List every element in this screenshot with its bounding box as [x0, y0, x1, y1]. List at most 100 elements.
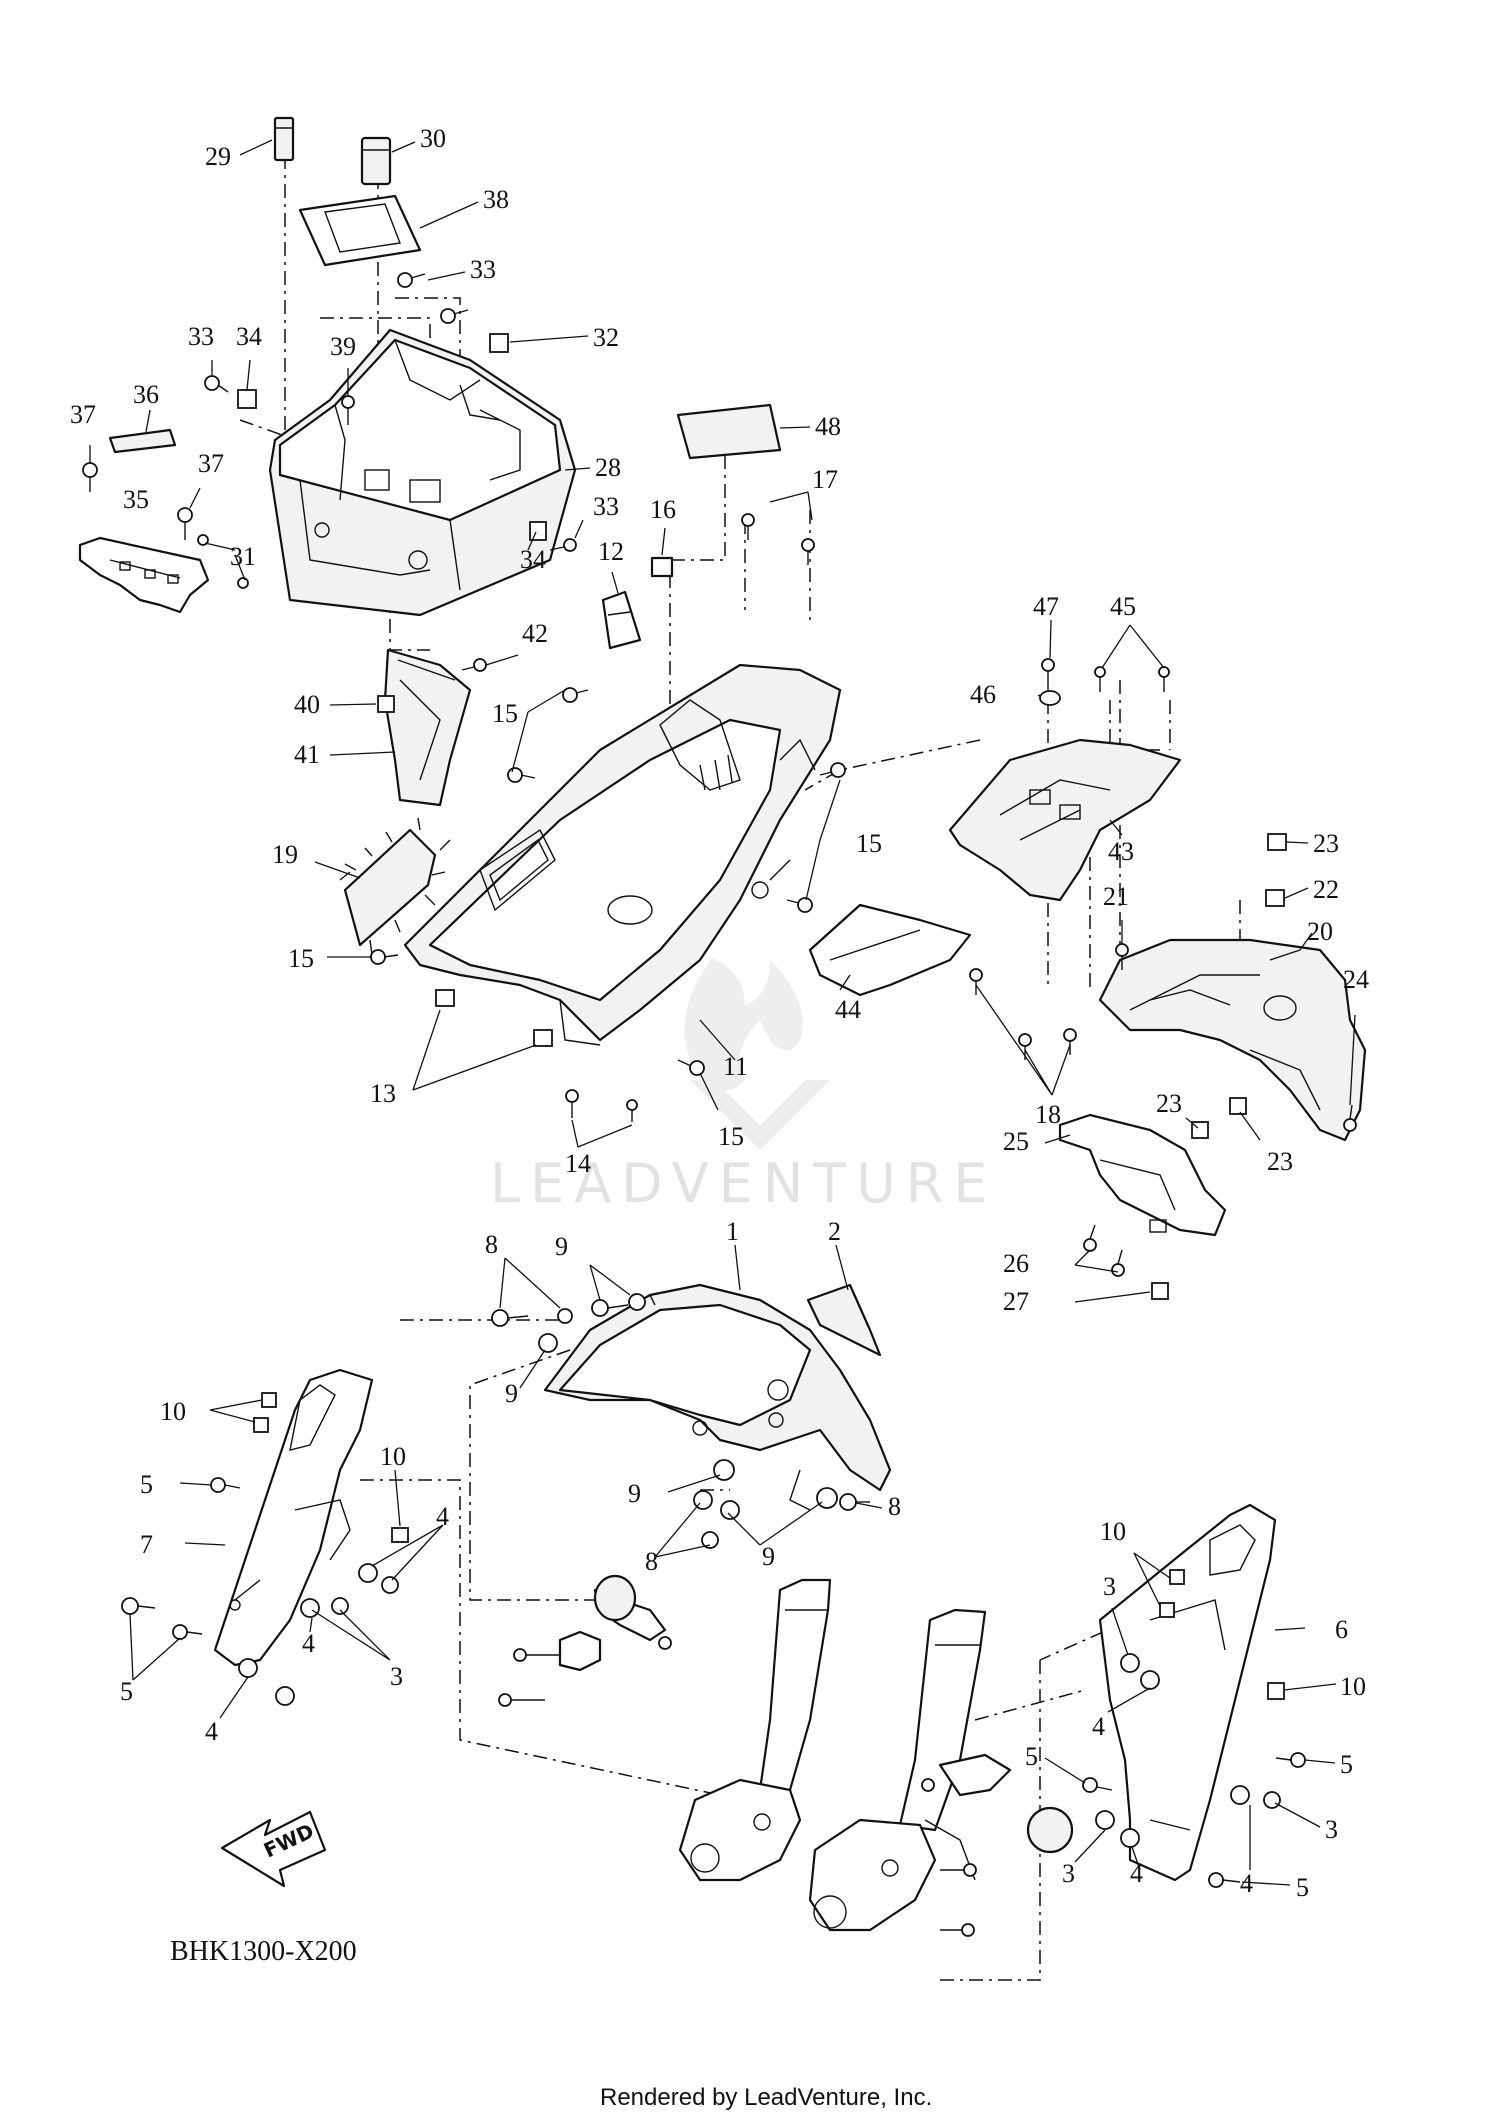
clip-nut-icon[interactable] [529, 521, 547, 541]
collar-icon[interactable] [381, 1576, 399, 1594]
callout-6[interactable]: 6 [1335, 1615, 1348, 1644]
callout-47[interactable]: 47 [1033, 592, 1059, 621]
bolt-icon[interactable] [461, 658, 487, 672]
grommet-icon[interactable] [1095, 1810, 1115, 1830]
callout-24[interactable]: 24 [1343, 965, 1369, 994]
grommet-icon[interactable] [1120, 1653, 1140, 1673]
callout-35[interactable]: 35 [123, 485, 149, 514]
callout-43[interactable]: 43 [1108, 837, 1134, 866]
bolt-icon[interactable] [491, 1309, 529, 1327]
washer-icon[interactable] [720, 1500, 740, 1520]
bolt-icon[interactable] [626, 1099, 638, 1122]
bolt-icon[interactable] [210, 1477, 241, 1493]
part-2-graphic[interactable] [806, 1283, 882, 1357]
washer-icon[interactable] [237, 577, 249, 589]
callout-5[interactable]: 5 [140, 1470, 153, 1499]
callout-48[interactable]: 48 [815, 412, 841, 441]
callout-39[interactable]: 39 [330, 332, 356, 361]
callout-4[interactable]: 4 [205, 1717, 218, 1746]
bolt-icon[interactable] [1018, 1033, 1032, 1060]
callout-31[interactable]: 31 [230, 542, 256, 571]
callout-10[interactable]: 10 [160, 1397, 186, 1426]
part-20-tail-fender[interactable] [1098, 938, 1367, 1142]
bolt-icon[interactable] [172, 1624, 203, 1640]
part-25-bracket[interactable] [1058, 1113, 1227, 1237]
callout-23[interactable]: 23 [1156, 1089, 1182, 1118]
callout-37[interactable]: 37 [70, 400, 96, 429]
bolt-icon[interactable] [498, 1693, 545, 1707]
callout-8[interactable]: 8 [888, 1492, 901, 1521]
bolt-icon[interactable] [658, 1636, 672, 1650]
bolt-icon[interactable] [1063, 1028, 1077, 1055]
collar-icon[interactable] [275, 1686, 295, 1706]
part-29-pad[interactable] [273, 116, 295, 162]
clip-nut-icon[interactable] [489, 333, 509, 353]
part-11-rear-fender[interactable] [403, 663, 842, 1046]
bolt-icon[interactable] [741, 513, 755, 540]
callout-45[interactable]: 45 [1110, 592, 1136, 621]
callout-19[interactable]: 19 [272, 840, 298, 869]
bolt-icon[interactable] [1111, 1249, 1125, 1277]
grommet-icon[interactable] [300, 1598, 320, 1618]
callout-44[interactable]: 44 [835, 995, 861, 1024]
collar-icon[interactable] [1140, 1670, 1160, 1690]
bolt-icon[interactable] [1275, 1752, 1306, 1768]
callout-7[interactable]: 7 [140, 1530, 153, 1559]
callout-41[interactable]: 41 [294, 740, 320, 769]
bolt-icon[interactable] [565, 1089, 579, 1118]
callout-4[interactable]: 4 [1092, 1712, 1105, 1741]
collar-icon[interactable] [1039, 690, 1061, 706]
callout-34[interactable]: 34 [236, 322, 262, 351]
callout-15[interactable]: 15 [288, 944, 314, 973]
callout-21[interactable]: 21 [1103, 882, 1129, 911]
part-36-label[interactable] [108, 428, 177, 454]
callout-18[interactable]: 18 [1035, 1100, 1061, 1129]
callout-5[interactable]: 5 [120, 1677, 133, 1706]
callout-9[interactable]: 9 [555, 1232, 568, 1261]
callout-26[interactable]: 26 [1003, 1249, 1029, 1278]
callout-15[interactable]: 15 [856, 829, 882, 858]
bolt-icon[interactable] [562, 687, 589, 703]
clip-nut-icon[interactable] [253, 1417, 269, 1433]
clip-nut-icon[interactable] [237, 389, 257, 409]
callout-29[interactable]: 29 [205, 142, 231, 171]
callout-4[interactable]: 4 [1240, 1869, 1253, 1898]
bolt-icon[interactable] [82, 462, 98, 492]
clip-nut-icon[interactable] [1151, 1282, 1169, 1300]
clip-nut-icon[interactable] [261, 1392, 277, 1408]
bolt-icon[interactable] [341, 395, 355, 425]
part-7-left-fork-guard[interactable] [213, 1368, 374, 1667]
clip-nut-icon[interactable] [377, 695, 395, 713]
callout-23[interactable]: 23 [1267, 1147, 1293, 1176]
callout-3[interactable]: 3 [1062, 1859, 1075, 1888]
callout-4[interactable]: 4 [436, 1502, 449, 1531]
callout-9[interactable]: 9 [505, 1379, 518, 1408]
callout-33[interactable]: 33 [188, 322, 214, 351]
callout-38[interactable]: 38 [483, 185, 509, 214]
washer-icon[interactable] [538, 1333, 558, 1353]
clip-nut-icon[interactable] [1267, 1682, 1285, 1700]
bolt-icon[interactable] [839, 1493, 870, 1511]
callout-13[interactable]: 13 [370, 1079, 396, 1108]
bolt-icon[interactable] [370, 949, 399, 965]
clip-nut-icon[interactable] [533, 1029, 553, 1047]
callout-15[interactable]: 15 [492, 699, 518, 728]
bolt-icon[interactable] [121, 1597, 156, 1615]
callout-46[interactable]: 46 [970, 680, 996, 709]
part-44-bracket[interactable] [808, 903, 972, 997]
callout-11[interactable]: 11 [723, 1052, 748, 1081]
callout-5[interactable]: 5 [1340, 1750, 1353, 1779]
callout-14[interactable]: 14 [565, 1149, 591, 1178]
bolt-icon[interactable] [1208, 1872, 1241, 1888]
bolt-icon[interactable] [591, 1299, 629, 1317]
bolt-icon[interactable] [1094, 666, 1106, 692]
callout-28[interactable]: 28 [595, 453, 621, 482]
callout-12[interactable]: 12 [598, 537, 624, 566]
bolt-icon[interactable] [969, 968, 983, 995]
clip-nut-icon[interactable] [1267, 833, 1287, 851]
bolt-icon[interactable] [513, 1648, 560, 1662]
callout-23[interactable]: 23 [1313, 829, 1339, 858]
callout-3[interactable]: 3 [390, 1662, 403, 1691]
callout-30[interactable]: 30 [420, 124, 446, 153]
part-1-front-fender[interactable] [543, 1283, 892, 1511]
